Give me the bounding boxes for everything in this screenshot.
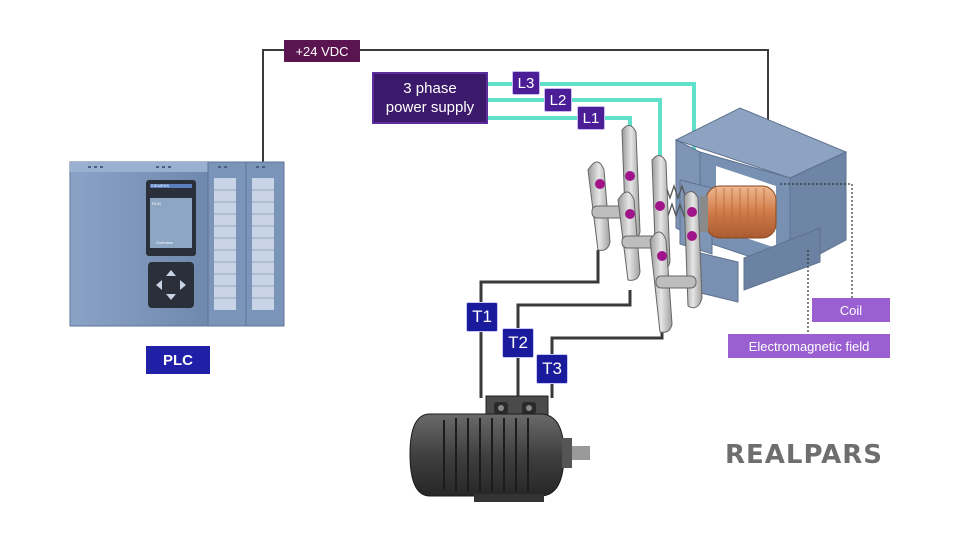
realpars-logo: REALPARS (725, 440, 884, 470)
plc-status-text: RUN (152, 201, 161, 206)
motor-foot (474, 494, 544, 502)
core-bottom-right (743, 227, 821, 291)
label-l1: L1 (577, 106, 605, 130)
plc-keypad (148, 262, 194, 308)
plc-arrow-keys-icon (156, 270, 186, 300)
label-l2: L2 (544, 88, 572, 112)
callout-leaders (780, 183, 853, 334)
power-supply-line1: 3 phase (403, 80, 457, 97)
wire-l1 (488, 116, 632, 128)
label-t3: T3 (536, 354, 568, 384)
label-power-supply: 3 phase power supply (372, 72, 488, 124)
label-electromagnetic-field: Electromagnetic field (728, 334, 890, 358)
wire-t2 (516, 290, 632, 398)
coil (659, 183, 777, 239)
label-t1: T1 (466, 302, 498, 332)
motor-shaft (572, 446, 590, 460)
plc: SIEMENS RUN Overview (69, 161, 285, 327)
power-supply-line2: power supply (385, 99, 475, 116)
plc-brand-text: SIEMENS (151, 183, 169, 188)
label-l3: L3 (512, 71, 540, 95)
label-plc: PLC (146, 346, 210, 374)
control-wire-24vdc (262, 49, 769, 168)
motor (409, 395, 590, 502)
label-t2: T2 (502, 328, 534, 358)
wire-t1 (479, 250, 600, 398)
contact-pole-3 (649, 191, 703, 333)
leader-coil (780, 183, 853, 300)
plc-screen-text: Overview (156, 240, 173, 245)
motor-body (409, 413, 565, 497)
label-coil: Coil (812, 298, 890, 322)
wire-t3 (550, 318, 664, 398)
label-24vdc: +24 VDC (284, 40, 360, 62)
